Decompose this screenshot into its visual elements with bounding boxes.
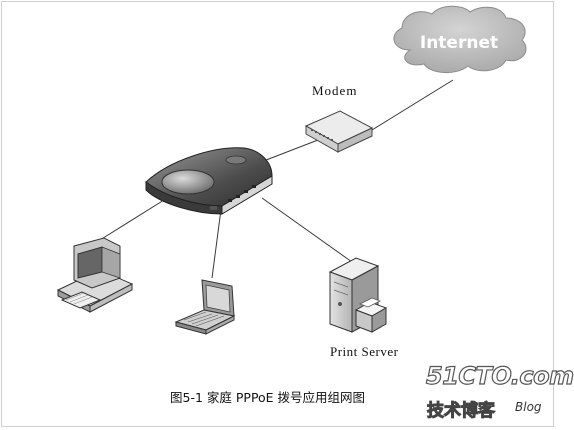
watermark-subtitle: 技术博客 (427, 401, 496, 422)
watermark-blog: Blog (515, 400, 542, 414)
link-modem-internet (371, 79, 454, 131)
network-diagram: Internet (56, 5, 527, 335)
link-router-laptop (211, 201, 223, 279)
print-server-icon (328, 257, 388, 333)
print-server-label: Print Server (330, 344, 399, 359)
laptop-icon (174, 279, 236, 335)
figure-caption: 图5-1 家庭 PPPoE 拨号应用组网图 (170, 390, 366, 405)
desktop-pc-icon (56, 237, 134, 313)
watermark-brand: 51CTO.com (425, 361, 574, 390)
link-router-server (261, 197, 353, 263)
link-router-pc (99, 199, 165, 241)
modem-icon (304, 110, 374, 153)
router-icon (145, 147, 273, 215)
image-frame (1, 1, 554, 427)
modem-label: Modem (312, 83, 358, 98)
internet-cloud-icon: Internet (393, 5, 527, 73)
internet-label: Internet (420, 33, 498, 53)
